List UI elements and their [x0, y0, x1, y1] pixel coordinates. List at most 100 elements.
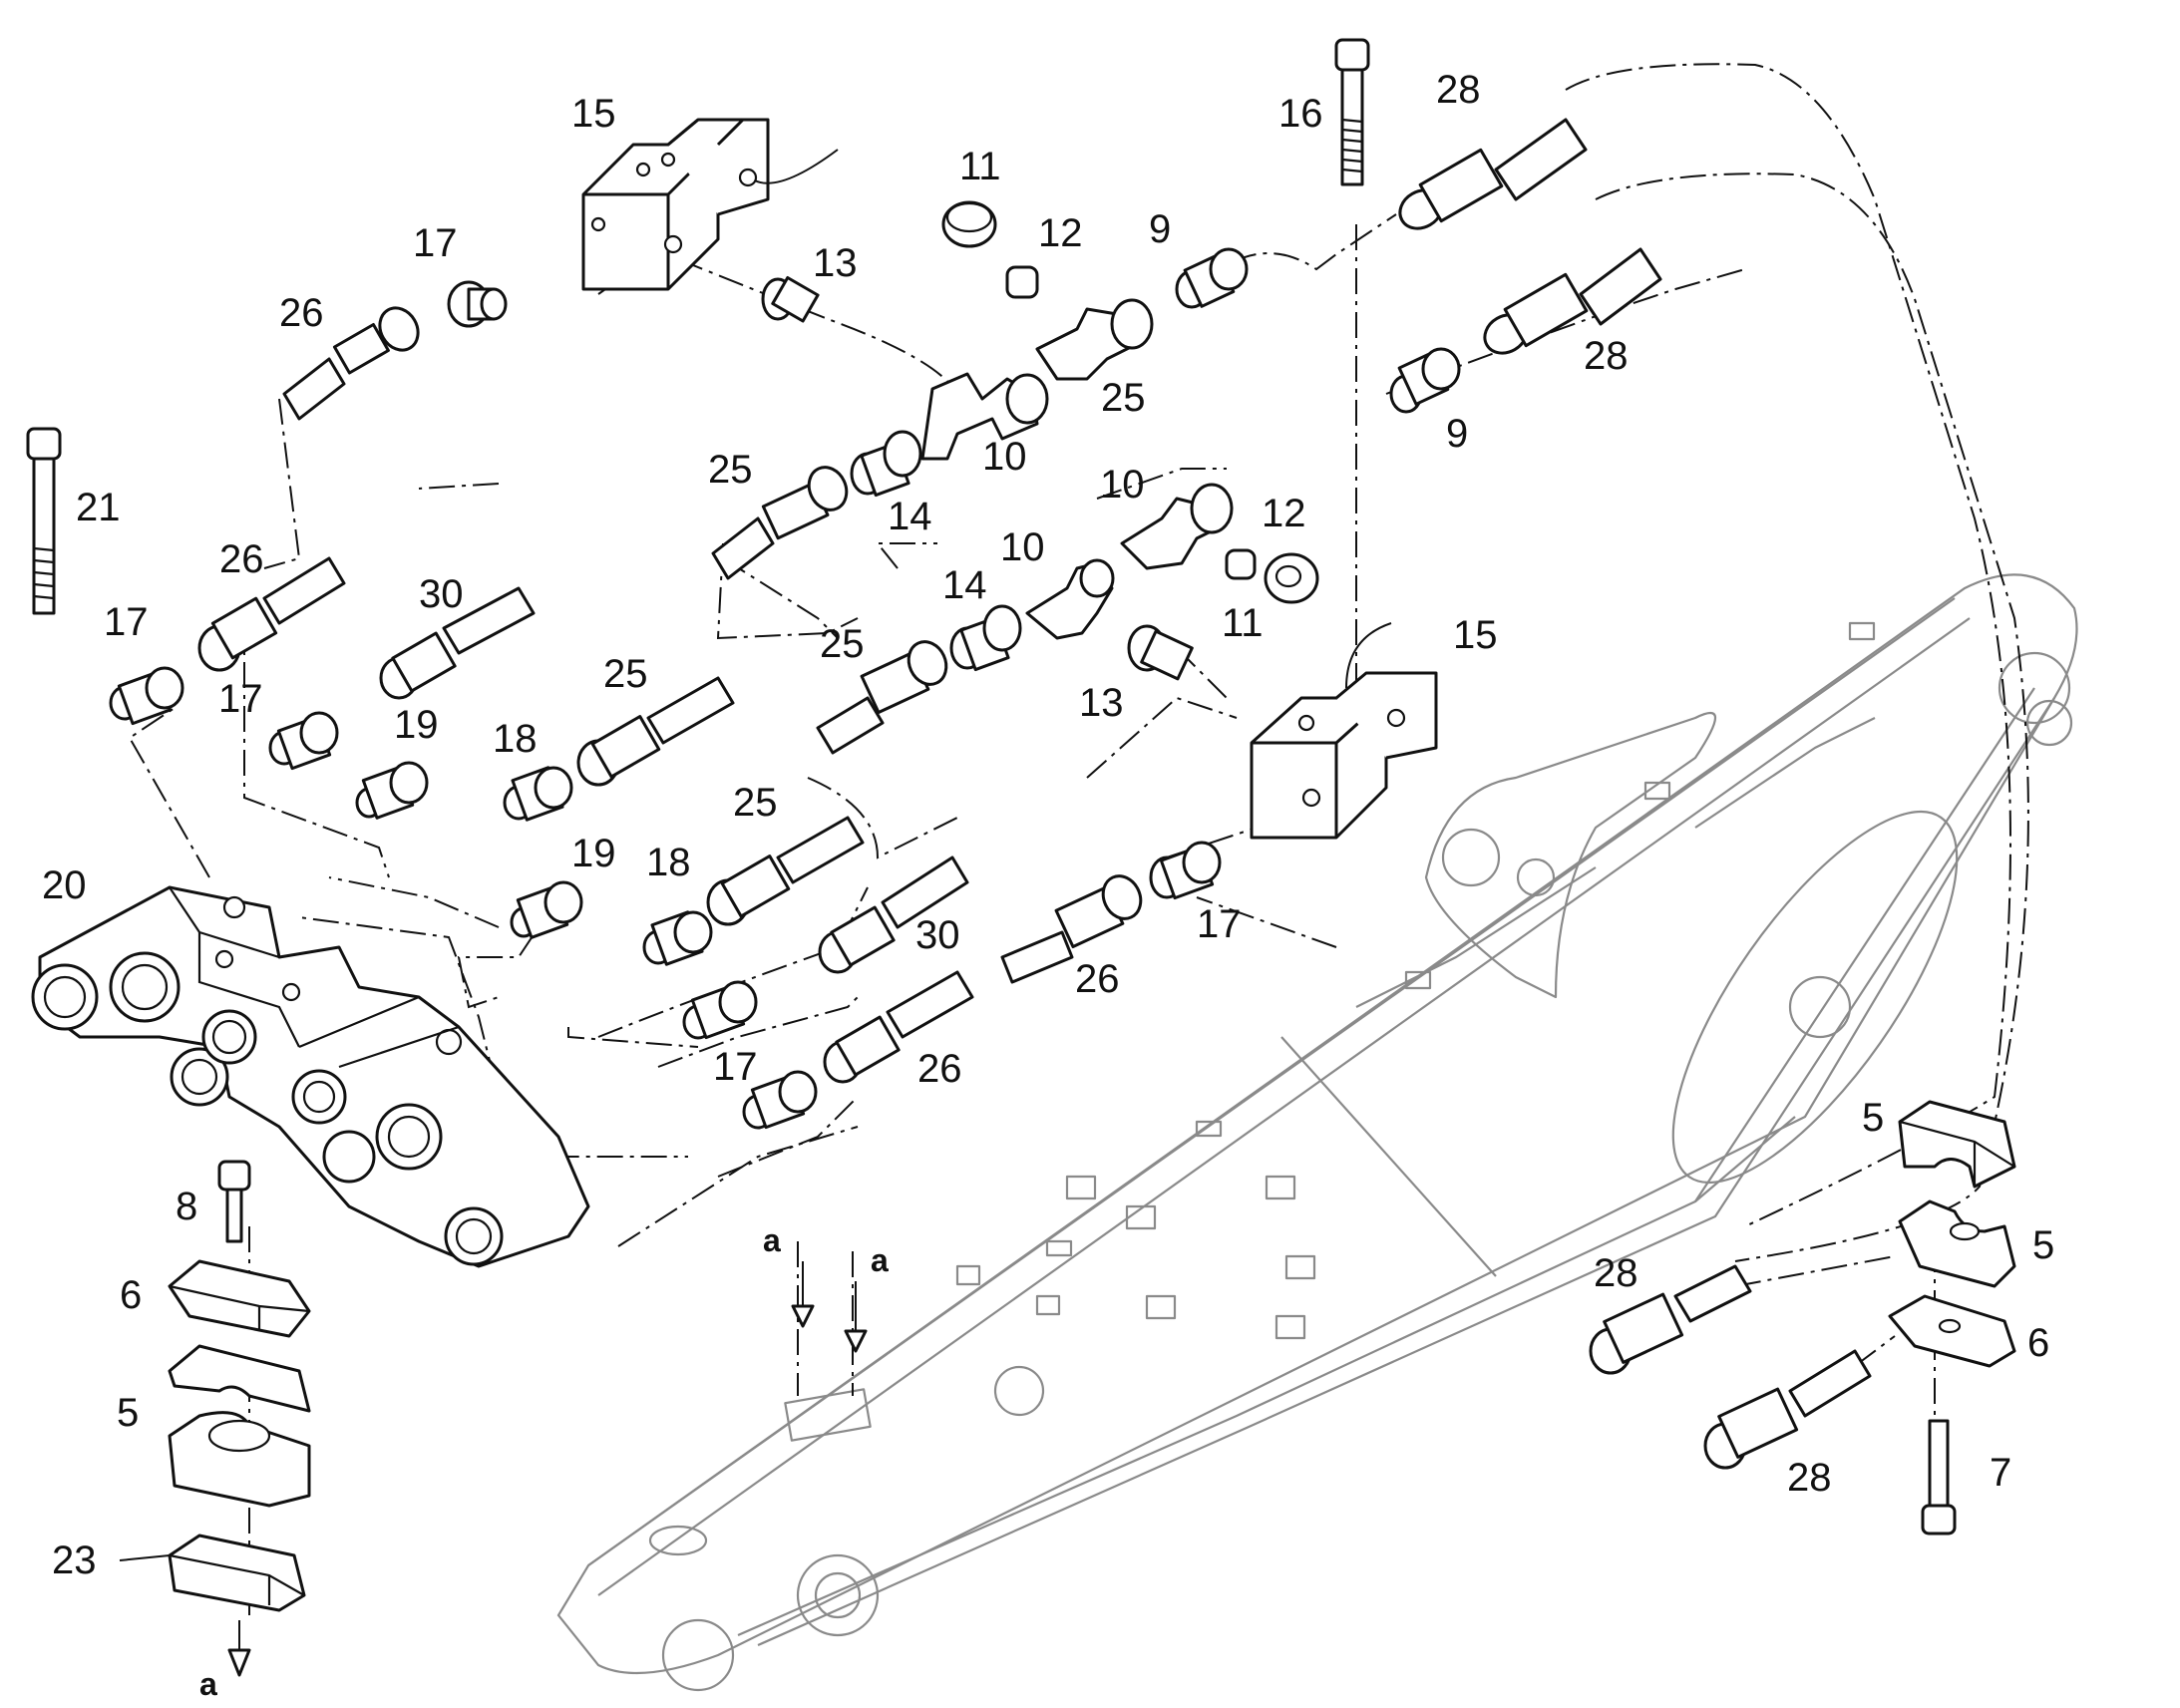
- callout-28: 28: [1787, 1456, 1832, 1500]
- fitting-19-a: [355, 761, 429, 820]
- plate-6-right: [1888, 1294, 2016, 1368]
- callout-26: 26: [219, 537, 264, 581]
- callout-17: 17: [713, 1045, 758, 1089]
- callout-28: 28: [1584, 334, 1629, 378]
- callout-7: 7: [1990, 1451, 2011, 1495]
- view-mark-a: a: [871, 1242, 889, 1278]
- callout-25: 25: [1101, 376, 1146, 420]
- callout-16: 16: [1278, 92, 1323, 136]
- callout-15: 15: [571, 92, 616, 136]
- hose-26-b: [197, 556, 346, 672]
- callout-19: 19: [394, 703, 439, 747]
- callout-labels: 15 16 28 11 12 9 17 26 13 28 25 9 21 25 …: [42, 68, 2054, 1702]
- clamp-5-right-mid: [1898, 1199, 2016, 1288]
- callout-25: 25: [733, 781, 778, 825]
- callout-8: 8: [176, 1185, 197, 1228]
- fitting-9-top: [1175, 247, 1249, 309]
- callout-14: 14: [888, 495, 932, 538]
- fitting-17-a: [447, 280, 508, 328]
- callout-30: 30: [915, 913, 960, 957]
- plate-6-left: [168, 1259, 311, 1338]
- manifold-block-20: [31, 885, 590, 1268]
- plate-23: [119, 1534, 306, 1612]
- fitting-19-b: [510, 880, 583, 939]
- hose-28-right-b: [1703, 1349, 1872, 1470]
- hose-28-top: [1398, 118, 1588, 230]
- bolt-8: [217, 1160, 251, 1243]
- fitting-14-a: [850, 430, 922, 498]
- callout-17: 17: [218, 677, 263, 721]
- callout-17: 17: [1197, 902, 1242, 946]
- tee-25-a: [1035, 298, 1154, 381]
- callout-12: 12: [1038, 211, 1083, 255]
- fitting-17-c: [268, 711, 339, 771]
- callout-25: 25: [603, 652, 648, 696]
- bolt-7: [1921, 1419, 1957, 1536]
- callout-28: 28: [1594, 1251, 1638, 1295]
- hose-26-c: [1000, 874, 1143, 984]
- bolt-21: [26, 427, 62, 615]
- view-mark-a: a: [763, 1222, 781, 1258]
- tee-10-c: [1120, 483, 1234, 570]
- hose-30-a: [379, 586, 536, 700]
- callout-26: 26: [1075, 957, 1120, 1001]
- view-mark-a: a: [199, 1666, 217, 1702]
- callout-6: 6: [120, 1273, 142, 1317]
- parts: [26, 38, 2016, 1677]
- nut-11-mid: [1264, 552, 1319, 604]
- fitting-9-mid: [1389, 347, 1461, 414]
- plug-12-top: [1005, 265, 1039, 299]
- callout-25: 25: [708, 448, 753, 492]
- fitting-13-top: [761, 276, 820, 323]
- callout-17: 17: [104, 600, 149, 644]
- callout-5: 5: [1862, 1096, 1884, 1140]
- callout-21: 21: [76, 486, 121, 529]
- callout-26: 26: [279, 291, 324, 335]
- callout-19: 19: [571, 832, 616, 875]
- valve-block-15-mid: [1250, 622, 1438, 840]
- fitting-17-e: [682, 980, 758, 1040]
- fitting-17-d: [1149, 841, 1222, 900]
- hose-25-d: [706, 816, 865, 926]
- nut-11-top: [941, 200, 997, 248]
- fitting-14-b: [949, 604, 1022, 672]
- hose-25-c: [816, 640, 948, 755]
- fitting-18-a: [503, 766, 573, 822]
- callout-9: 9: [1149, 207, 1171, 251]
- callout-6: 6: [2027, 1321, 2049, 1365]
- plug-12-mid: [1225, 548, 1257, 580]
- callout-28: 28: [1436, 68, 1481, 112]
- callout-13: 13: [813, 241, 858, 285]
- callout-10: 10: [1000, 525, 1045, 569]
- fitting-17-b: [109, 666, 184, 726]
- callout-18: 18: [646, 841, 691, 884]
- callout-20: 20: [42, 863, 87, 907]
- callout-18: 18: [493, 717, 538, 761]
- hose-26-a: [282, 306, 420, 421]
- fitting-13-mid: [1127, 624, 1194, 681]
- hose-28-right-a: [1589, 1264, 1752, 1375]
- tee-10-b: [1025, 558, 1115, 640]
- callout-10: 10: [1100, 463, 1145, 507]
- tee-10-a: [920, 372, 1049, 461]
- callout-30: 30: [419, 572, 464, 616]
- callout-11: 11: [1222, 601, 1264, 645]
- hose-25-b: [576, 676, 735, 787]
- callout-11: 11: [959, 145, 1001, 188]
- clamp-5-left: [168, 1344, 311, 1508]
- fitting-17-f: [742, 1070, 818, 1130]
- hose-25-a: [711, 466, 849, 580]
- boom-arm: [556, 573, 2078, 1692]
- callout-5: 5: [117, 1391, 139, 1435]
- callout-23: 23: [52, 1538, 97, 1582]
- clamp-5-right-top: [1898, 1100, 2016, 1189]
- callout-14: 14: [942, 563, 987, 607]
- callout-26: 26: [917, 1047, 962, 1091]
- valve-block-15-top: [581, 118, 839, 291]
- view-arrows: [227, 1261, 868, 1677]
- hose-28-mid: [1483, 247, 1662, 355]
- hose-26-d: [823, 970, 974, 1084]
- hose-30-b: [818, 855, 969, 974]
- callout-5: 5: [2032, 1223, 2054, 1267]
